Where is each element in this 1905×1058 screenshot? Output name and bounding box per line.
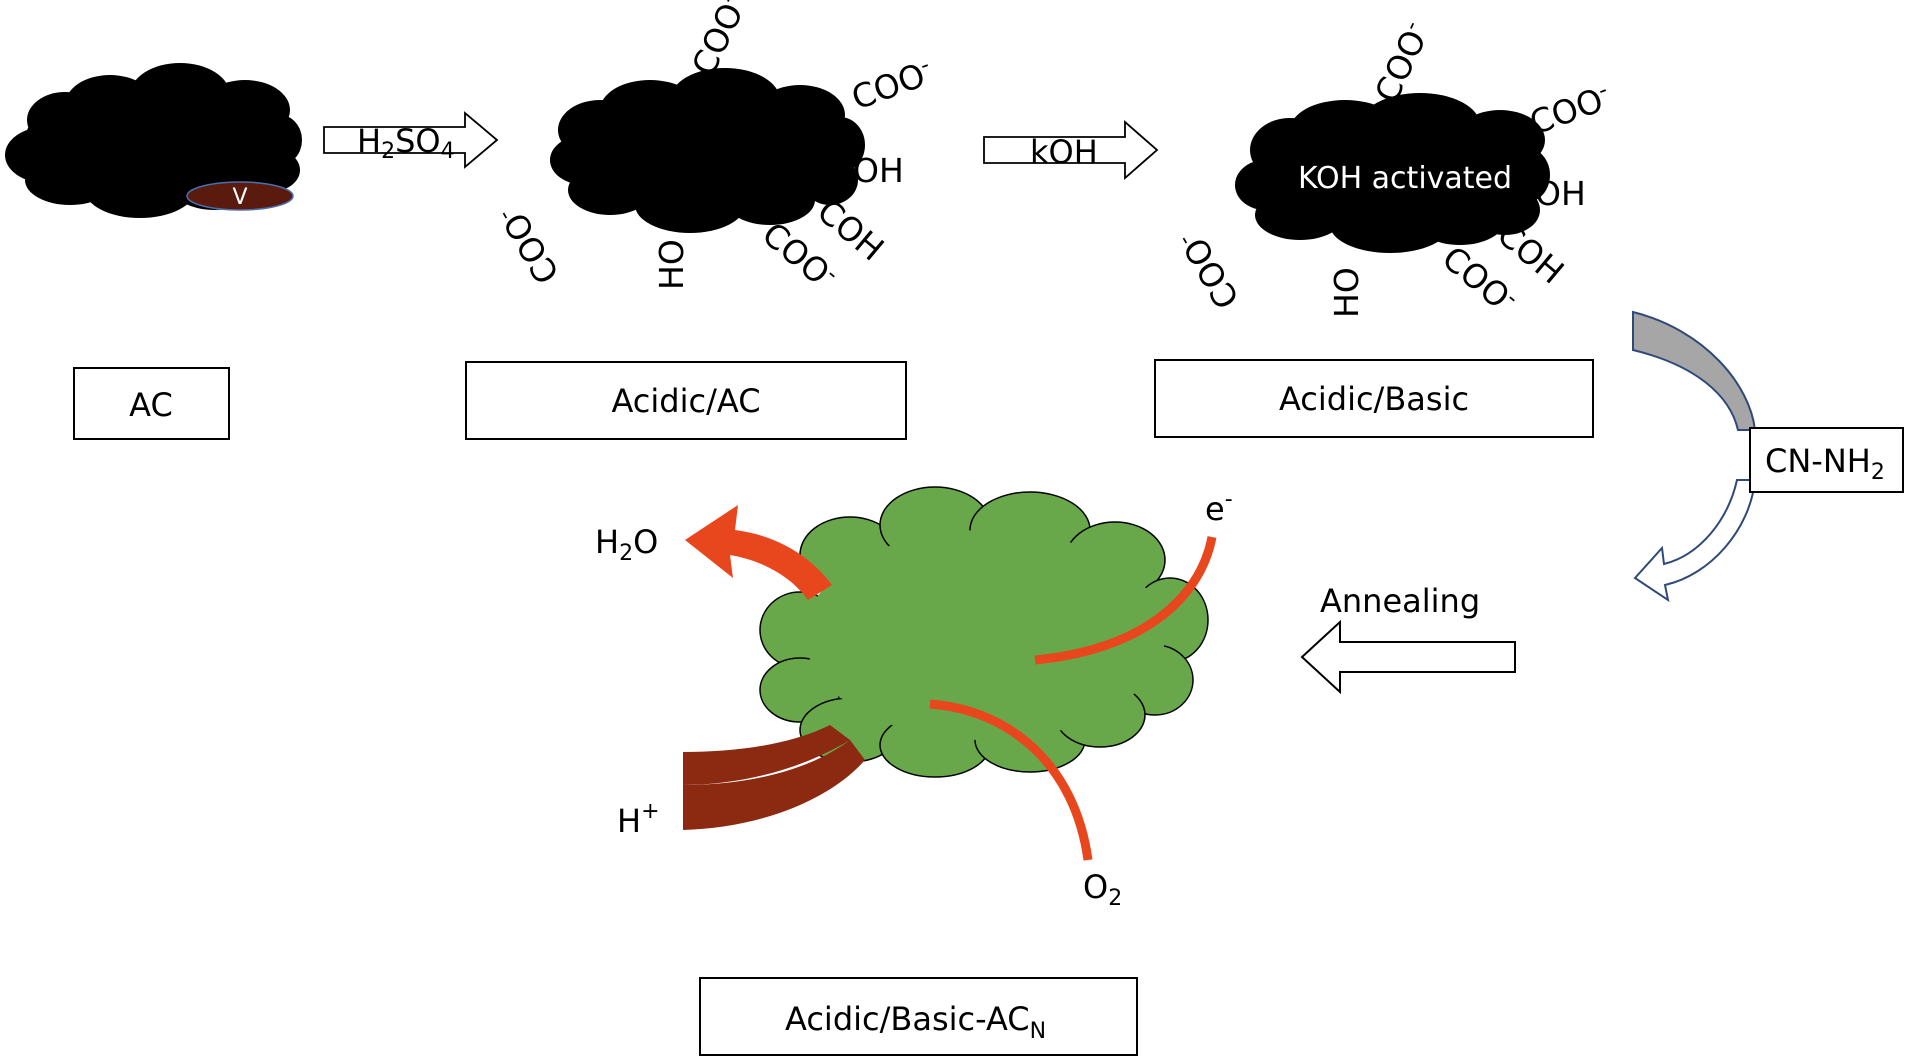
box-ac: AC (73, 367, 230, 440)
svg-text:AC: AC (129, 386, 173, 424)
h2so4-so: SO (395, 122, 441, 160)
h2o-output-arrow (685, 505, 832, 600)
ac-carbon-particle: V (5, 63, 302, 218)
annealing-arrow: Annealing (1300, 582, 1516, 695)
vacancy-label: V (232, 185, 247, 210)
group-coo-right: COO- (1524, 77, 1615, 142)
oxygen-path (929, 699, 1093, 861)
svg-text:Acidic/Basic-ACN: Acidic/Basic-ACN (785, 1000, 1046, 1044)
group-oh: OH (853, 151, 904, 190)
svg-text:CN-NH2: CN-NH2 (1765, 442, 1885, 485)
h-plus-input-arrow (683, 725, 865, 830)
vacancy-defect (186, 181, 294, 211)
h-plus-label: H+ (617, 799, 660, 840)
group-oh: OH (1535, 174, 1586, 213)
group-coo-top: COO- (684, 0, 754, 81)
h2so4-arrow: H2SO4 (323, 111, 499, 169)
annealing-label: Annealing (1320, 582, 1480, 620)
acidic-ac-particle (550, 68, 865, 233)
group-ho: HO (652, 239, 691, 290)
svg-text:Acidic/AC: Acidic/AC (611, 382, 760, 420)
acidic-basic-particle: KOH activated (1235, 93, 1550, 253)
h2so4-sub-4: 4 (441, 139, 455, 164)
box-acidic-basic-acn: Acidic/Basic-ACN (699, 977, 1138, 1056)
group-coo-right: COO- (846, 52, 937, 117)
box-cn-nh2: CN-NH2 (1749, 427, 1904, 493)
svg-text:H2SO4: H2SO4 (357, 122, 455, 164)
box-acidic-basic: Acidic/Basic (1154, 359, 1594, 438)
electron-path (1034, 536, 1217, 665)
cn-nh2-curved-arrow (1632, 310, 1757, 603)
h2o-label: H2O (595, 523, 658, 566)
svg-text:Acidic/Basic: Acidic/Basic (1279, 380, 1469, 418)
koh-arrow: kOH (983, 120, 1159, 180)
box-acidic-ac: Acidic/AC (465, 361, 907, 440)
h2so4-sub-2: 2 (381, 139, 395, 164)
koh-activated-label: KOH activated (1298, 161, 1512, 196)
group-ho: HO (1327, 267, 1366, 318)
group-coo-left: COO- (1172, 224, 1247, 315)
group-coo-left: COO- (492, 199, 567, 290)
koh-label: kOH (1030, 133, 1098, 171)
electron-label: e- (1205, 487, 1233, 528)
oxygen-label: O2 (1083, 868, 1122, 911)
h2so4-h: H (357, 122, 381, 160)
green-catalyst-particle (759, 486, 1209, 778)
